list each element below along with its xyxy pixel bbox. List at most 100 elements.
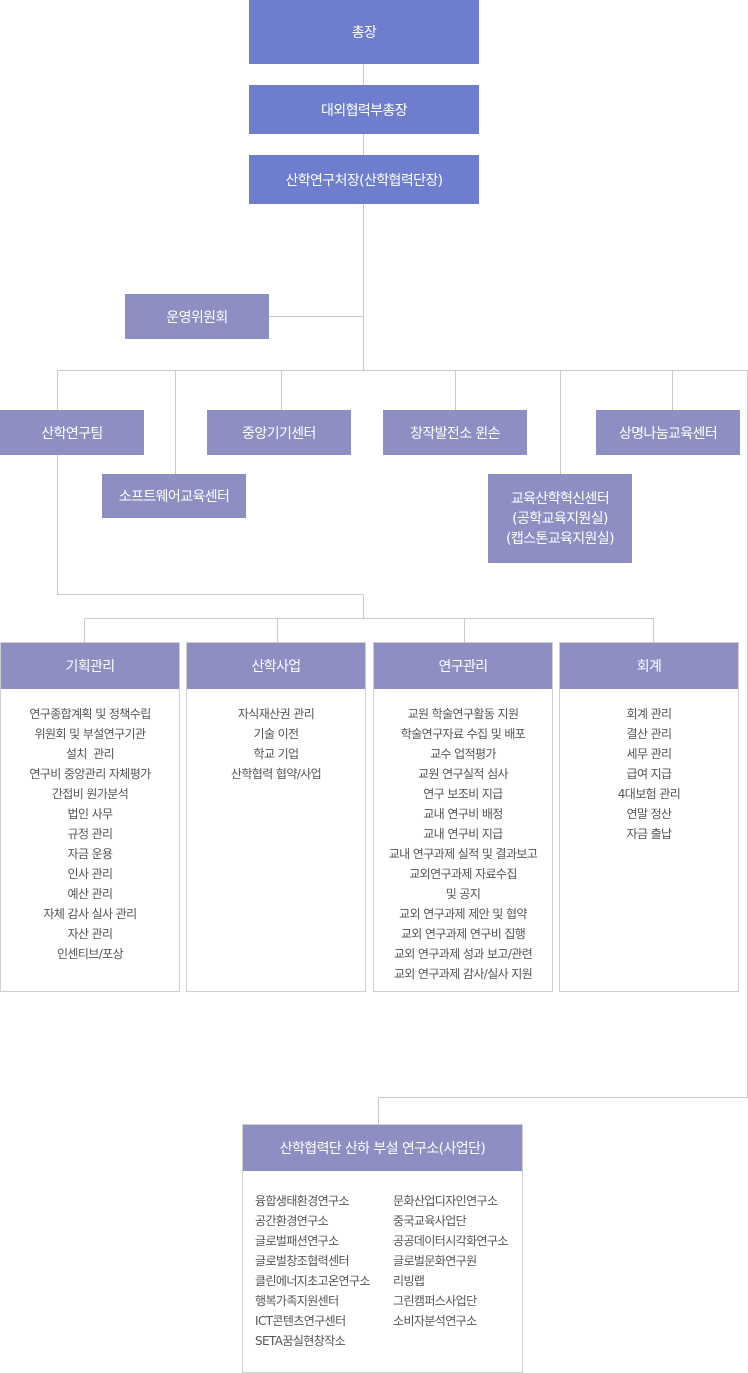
innovation-center-box: 교육산학혁신센터 (공학교육지원실) (캡스톤교육지원실) — [488, 474, 632, 563]
institute-item: 중국교육사업단 — [393, 1214, 467, 1228]
task-item: 연구비 중앙관리 자체평가 — [29, 767, 151, 781]
connector-line — [84, 618, 654, 619]
task-item: 교내 연구과제 실적 및 결과보고 — [388, 847, 538, 861]
connector-line — [560, 370, 561, 474]
task-item: 자산 관리 — [67, 927, 114, 941]
connector-line — [378, 1097, 748, 1098]
connector-line — [378, 1097, 379, 1124]
president-label: 총장 — [351, 25, 377, 41]
task-item: 교내 연구비 지급 — [423, 827, 503, 841]
department-planning-panel: 기획관리 연구종합계획 및 정책수립 위원회 및 부설연구기관 설치 관리 연구… — [0, 642, 180, 992]
task-item: 인사 관리 — [67, 867, 114, 881]
task-item: 인센티브/포상 — [56, 947, 124, 961]
software-center-box: 소프트웨어교육센터 — [102, 474, 246, 518]
department-task-list: 자식재산권 관리 기술 이전 학교 기업 산학협력 협약/사업 — [187, 689, 365, 784]
institute-item: 융합생태환경연구소 — [255, 1194, 350, 1208]
task-item: 회계 관리 — [626, 707, 673, 721]
task-item: 교외 연구과제 제안 및 협약 — [399, 907, 527, 921]
institute-item: 글로벌창조협력센터 — [255, 1254, 350, 1268]
task-item: 기술 이전 — [253, 727, 300, 741]
research-team-box: 산학연구팀 — [0, 410, 144, 455]
task-item: 규정 관리 — [67, 827, 114, 841]
task-item: 세무 관리 — [626, 747, 673, 761]
department-research-panel: 연구관리 교원 학술연구활동 지원 학술연구자료 수집 및 배포 교수 업적평가… — [373, 642, 553, 992]
task-item: 자금 운용 — [67, 847, 114, 861]
sharing-center-label: 상명나눔교육센터 — [618, 425, 718, 442]
task-item: 간접비 원가분석 — [51, 787, 129, 801]
central-lab-box: 중앙기기센터 — [207, 410, 351, 455]
department-title: 연구관리 — [374, 643, 552, 689]
department-task-list: 교원 학술연구활동 지원 학술연구자료 수집 및 배포 교수 업적평가 교원 연… — [374, 689, 552, 984]
task-item: 자금 출납 — [626, 827, 673, 841]
central-lab-label: 중앙기기센터 — [242, 425, 316, 442]
task-item: 교내 연구비 배정 — [423, 807, 503, 821]
creative-annex-box: 창작발전소 윈손 — [383, 410, 527, 455]
task-item: 설치 관리 — [65, 747, 115, 761]
department-industry-panel: 산학사업 자식재산권 관리 기술 이전 학교 기업 산학협력 협약/사업 — [186, 642, 366, 992]
connector-line — [464, 618, 465, 642]
connector-line — [175, 370, 176, 474]
sharing-center-box: 상명나눔교육센터 — [596, 410, 740, 455]
department-title: 기획관리 — [1, 643, 179, 689]
task-item: 교외연구과제 자료수집 — [409, 867, 517, 881]
connector-line — [455, 370, 456, 410]
institute-item: 클린에너지초고온연구소 — [255, 1274, 370, 1288]
task-item: 자체 감사 실사 관리 — [43, 907, 137, 921]
research-team-label: 산학연구팀 — [41, 425, 103, 442]
task-item: 학교 기업 — [253, 747, 300, 761]
task-item: 교외 연구과제 연구비 집행 — [400, 927, 526, 941]
connector-line — [363, 64, 364, 370]
institute-item: 행복가족지원센터 — [255, 1294, 339, 1308]
director-box: 산학연구처장(산학협력단장) — [249, 155, 479, 204]
task-item: 교원 연구실적 심사 — [418, 767, 509, 781]
task-item: 교수 업적평가 — [430, 747, 496, 761]
task-item: 예산 관리 — [67, 887, 114, 901]
director-label: 산학연구처장(산학협력단장) — [285, 172, 443, 189]
connector-line — [281, 370, 282, 410]
innovation-center-sub-label: (공학교육지원실) — [512, 510, 608, 527]
task-item: 위원회 및 부설연구기관 — [34, 727, 146, 741]
connector-line — [57, 594, 364, 595]
connector-line — [57, 370, 747, 371]
institute-item: 공간환경연구소 — [255, 1214, 329, 1228]
institute-list: 융합생태환경연구소 공간환경연구소 글로벌패션연구소 글로벌창조협력센터 클린에… — [255, 1191, 393, 1351]
institute-item: 글로벌패션연구소 — [255, 1234, 339, 1248]
task-item: 4대보험 관리 — [617, 787, 681, 801]
department-accounting-panel: 회계 회계 관리 결산 관리 세무 관리 급여 지급 4대보험 관리 연말 정산… — [559, 642, 739, 992]
department-title: 산학사업 — [187, 643, 365, 689]
institute-item: 소비자분석연구소 — [393, 1314, 477, 1328]
innovation-center-label: 교육산학혁신센터 — [510, 490, 610, 507]
department-task-list: 회계 관리 결산 관리 세무 관리 급여 지급 4대보험 관리 연말 정산 자금… — [560, 689, 738, 844]
vp-external-label: 대외협력부총장 — [321, 102, 408, 119]
task-item: 교원 학술연구활동 지원 — [407, 707, 519, 721]
task-item: 산학협력 협약/사업 — [230, 767, 322, 781]
connector-line — [277, 618, 278, 642]
task-item: 연구 보조비 지급 — [423, 787, 503, 801]
institute-item: SETA꿈실현창작소 — [255, 1334, 346, 1348]
institute-item: ICT콘텐츠연구센터 — [255, 1314, 346, 1328]
committee-label: 운영위원회 — [166, 309, 228, 326]
connector-line — [84, 618, 85, 642]
connector-line — [653, 618, 654, 642]
connector-line — [672, 370, 673, 410]
institute-item: 글로벌문화연구원 — [393, 1254, 477, 1268]
president-box: 총장 — [249, 0, 479, 64]
task-item: 교외 연구과제 성과 보고/관련 — [393, 947, 533, 961]
creative-annex-label: 창작발전소 윈손 — [410, 425, 500, 442]
affiliated-institutes-panel: 산학협력단 산하 부설 연구소(사업단) 융합생태환경연구소 공간환경연구소 글… — [242, 1124, 523, 1373]
affiliated-title: 산학협력단 산하 부설 연구소(사업단) — [243, 1125, 522, 1171]
institute-item: 공공데이터시각화연구소 — [393, 1234, 508, 1248]
task-item: 교외 연구과제 감사/실사 지원 — [393, 967, 533, 981]
institute-list: 문화산업디자인연구소 중국교육사업단 공공데이터시각화연구소 글로벌문화연구원 … — [393, 1191, 508, 1351]
institute-columns: 융합생태환경연구소 공간환경연구소 글로벌패션연구소 글로벌창조협력센터 클린에… — [243, 1171, 522, 1351]
task-item: 연말 정산 — [626, 807, 673, 821]
committee-box: 운영위원회 — [125, 294, 269, 339]
connector-line — [268, 316, 364, 317]
department-task-list: 연구종합계획 및 정책수립 위원회 및 부설연구기관 설치 관리 연구비 중앙관… — [1, 689, 179, 964]
task-item: 및 공지 — [445, 887, 481, 901]
software-center-label: 소프트웨어교육센터 — [118, 489, 230, 505]
task-item: 자식재산권 관리 — [237, 707, 315, 721]
institute-item: 그린캠퍼스사업단 — [393, 1294, 477, 1308]
department-title: 회계 — [560, 643, 738, 689]
institute-item: 리빙랩 — [393, 1274, 425, 1288]
